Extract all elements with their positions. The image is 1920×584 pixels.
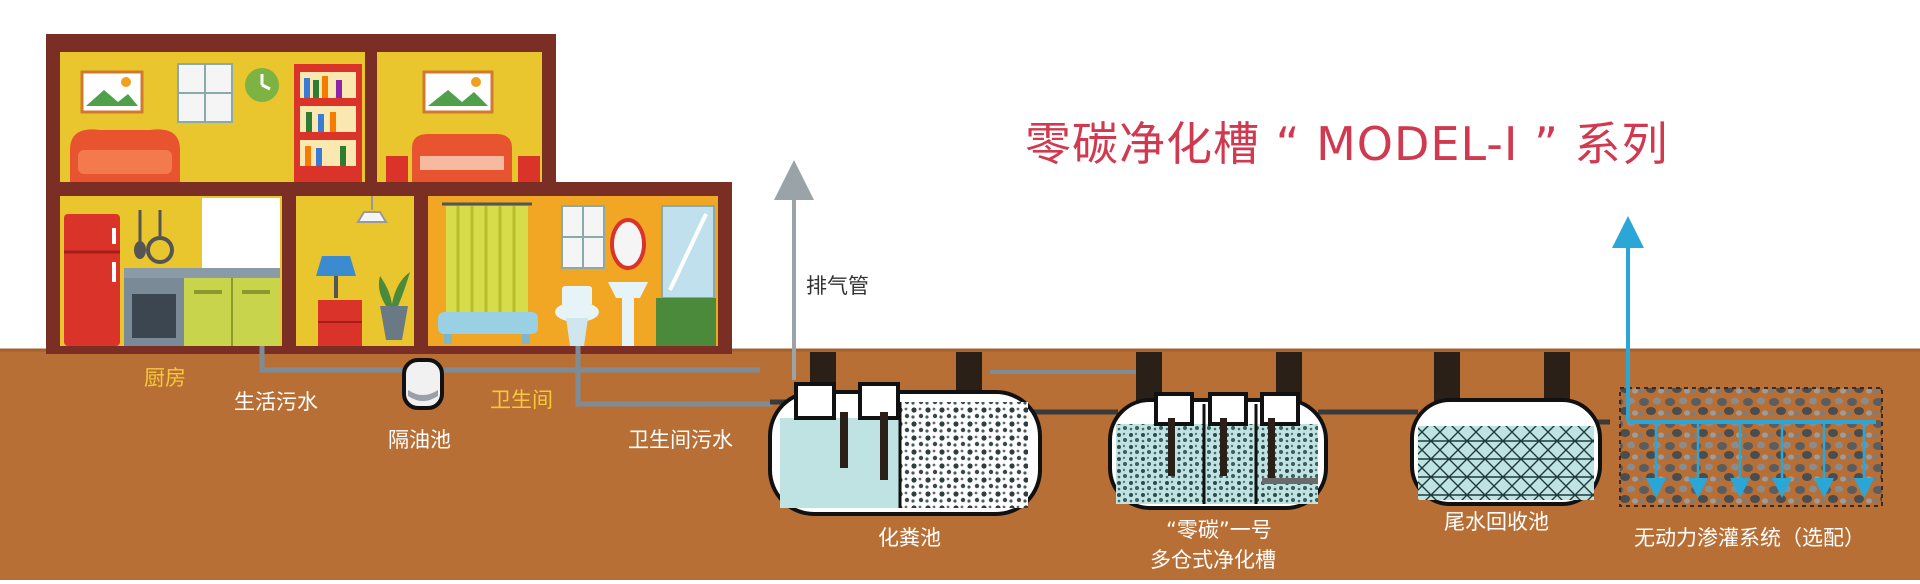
- mirror-icon: [610, 218, 646, 270]
- label-bathroom-sewage: 卫生间污水: [628, 428, 733, 452]
- bathtub-icon: [438, 312, 538, 334]
- label-purifier-line1: “零碳”一号: [1166, 518, 1272, 542]
- plant-icon: [378, 272, 410, 306]
- label-domestic-sewage: 生活污水: [234, 390, 318, 414]
- label-grease-trap: 隔油池: [388, 428, 451, 452]
- label-vent-pipe: 排气管: [806, 274, 869, 298]
- label-bathroom: 卫生间: [490, 388, 553, 412]
- septic-tank: [768, 382, 1042, 516]
- bathroom-sewage-pipe: [575, 346, 772, 407]
- pipes: [259, 346, 1610, 425]
- fridge-icon: [64, 214, 120, 346]
- label-tail-water-tank: 尾水回收池: [1444, 510, 1549, 534]
- infiltration-field: [1612, 216, 1883, 507]
- label-septic-tank: 化粪池: [878, 526, 941, 550]
- purifier-tank: [1108, 392, 1328, 510]
- label-purifier-line2: 多仓式净化槽: [1150, 548, 1276, 572]
- toilet-icon: [562, 286, 592, 306]
- label-infiltration-system: 无动力渗灌系统（选配）: [1634, 526, 1865, 550]
- sink-icon: [608, 282, 648, 298]
- table-lamp-icon: [316, 256, 356, 276]
- house: [46, 34, 732, 354]
- tail-water-tank: [1410, 398, 1602, 506]
- domestic-sewage-pipe: [259, 346, 760, 373]
- label-kitchen: 厨房: [144, 366, 186, 390]
- page-title: 零碳净化槽 “ MODEL-I ” 系列: [1025, 117, 1669, 171]
- ceiling-lamp-icon: [356, 196, 388, 223]
